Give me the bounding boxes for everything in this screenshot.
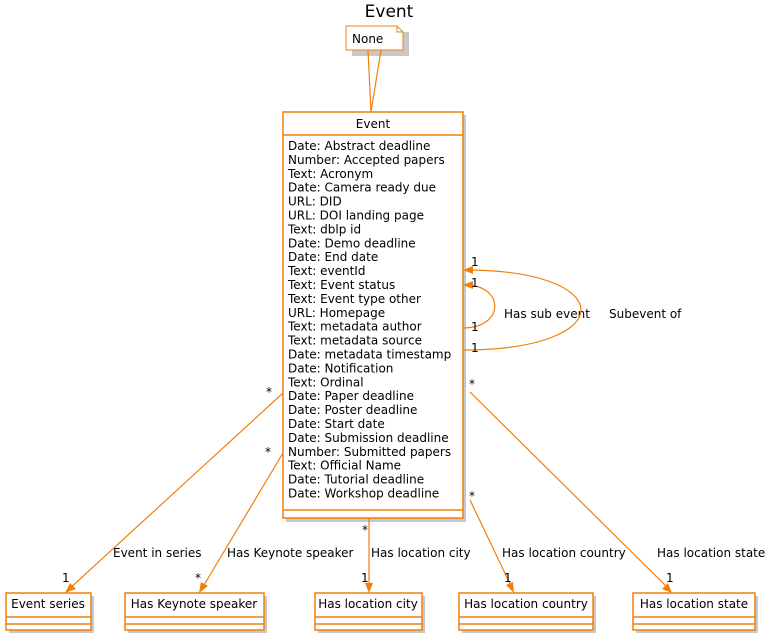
self-relation-to-mult: 1 xyxy=(471,276,479,290)
event-attribute: Date: Tutorial deadline xyxy=(288,473,424,487)
event-attribute: Date: Abstract deadline xyxy=(288,139,430,153)
event-attribute: Date: Start date xyxy=(288,417,385,431)
class-name: Has location city xyxy=(318,597,418,611)
relation-from-mult: * xyxy=(469,377,475,391)
self-relation-to-mult: 1 xyxy=(471,255,479,269)
relation-to-mult: 1 xyxy=(361,571,369,585)
class-name: Has location country xyxy=(464,597,588,611)
event-attribute: Text: Event status xyxy=(287,278,395,292)
relation-to-mult: 1 xyxy=(62,571,70,585)
relation-from-mult: * xyxy=(266,385,272,399)
class-has-location-state: Has location state xyxy=(632,592,758,633)
class-name: Has location state xyxy=(640,597,748,611)
class-has-location-city: Has location city xyxy=(314,592,425,633)
event-attribute: Text: metadata source xyxy=(287,334,422,348)
self-relations: Has sub event 1 1 Subevent of 1 1 xyxy=(462,255,682,355)
target-classes: Event series Has Keynote speaker Has loc… xyxy=(5,592,758,633)
relation-from-mult: * xyxy=(265,445,271,459)
event-attribute: Text: eventId xyxy=(287,264,365,278)
relation-from-mult: * xyxy=(469,489,475,503)
event-attribute: Date: Submission deadline xyxy=(288,431,449,445)
event-attribute: URL: DOI landing page xyxy=(288,209,424,223)
relation-label: Has location country xyxy=(502,546,626,560)
event-attribute: Date: Poster deadline xyxy=(288,403,417,417)
event-attribute: Date: Notification xyxy=(288,361,393,375)
self-relation-from-mult: 1 xyxy=(471,341,479,355)
event-attribute: URL: Homepage xyxy=(288,306,385,320)
relation-to-mult: * xyxy=(195,571,201,585)
relation-label: Has location state xyxy=(657,546,765,560)
relation-label: Has Keynote speaker xyxy=(227,546,354,560)
event-attribute: Text: Acronym xyxy=(287,167,373,181)
relation-label: Event in series xyxy=(113,546,201,560)
class-event-series: Event series xyxy=(5,592,94,633)
event-attribute: Text: Official Name xyxy=(287,459,401,473)
class-name: Has Keynote speaker xyxy=(131,597,258,611)
event-attribute: Text: metadata author xyxy=(287,320,422,334)
relation-to-mult: 1 xyxy=(666,571,674,585)
self-relation-from-mult: 1 xyxy=(471,320,479,334)
event-attribute: Text: Event type other xyxy=(287,292,421,306)
event-class-name: Event xyxy=(356,117,391,131)
class-has-location-country: Has location country xyxy=(458,592,596,633)
event-attribute: Date: Camera ready due xyxy=(288,181,436,195)
note-connector-2 xyxy=(370,49,382,113)
relation-from-mult: * xyxy=(362,523,368,537)
event-attribute: Number: Submitted papers xyxy=(288,445,451,459)
note-text: None xyxy=(352,32,383,46)
relation-to-mult: 1 xyxy=(504,571,512,585)
class-name: Event series xyxy=(11,597,85,611)
event-attribute: Date: Paper deadline xyxy=(288,389,414,403)
relation-label: Has location city xyxy=(371,546,471,560)
event-attribute: Date: metadata timestamp xyxy=(288,348,451,362)
class-has-keynote-speaker: Has Keynote speaker xyxy=(124,592,267,633)
event-attribute: Text: Ordinal xyxy=(287,375,364,389)
relations: * 1 Event in series * * Has Keynote spea… xyxy=(62,377,765,593)
event-attribute: Text: dblp id xyxy=(287,222,361,236)
diagram-title: Event xyxy=(365,2,414,22)
event-attribute: Date: Demo deadline xyxy=(288,236,416,250)
note: None xyxy=(345,25,409,56)
event-attribute: Date: Workshop deadline xyxy=(288,487,439,501)
event-attribute: URL: DID xyxy=(288,195,342,209)
self-relation-label: Subevent of xyxy=(609,307,682,321)
event-attribute: Date: End date xyxy=(288,250,378,264)
event-attribute: Number: Accepted papers xyxy=(288,153,445,167)
note-connector xyxy=(367,49,372,113)
self-relation-label: Has sub event xyxy=(504,307,590,321)
